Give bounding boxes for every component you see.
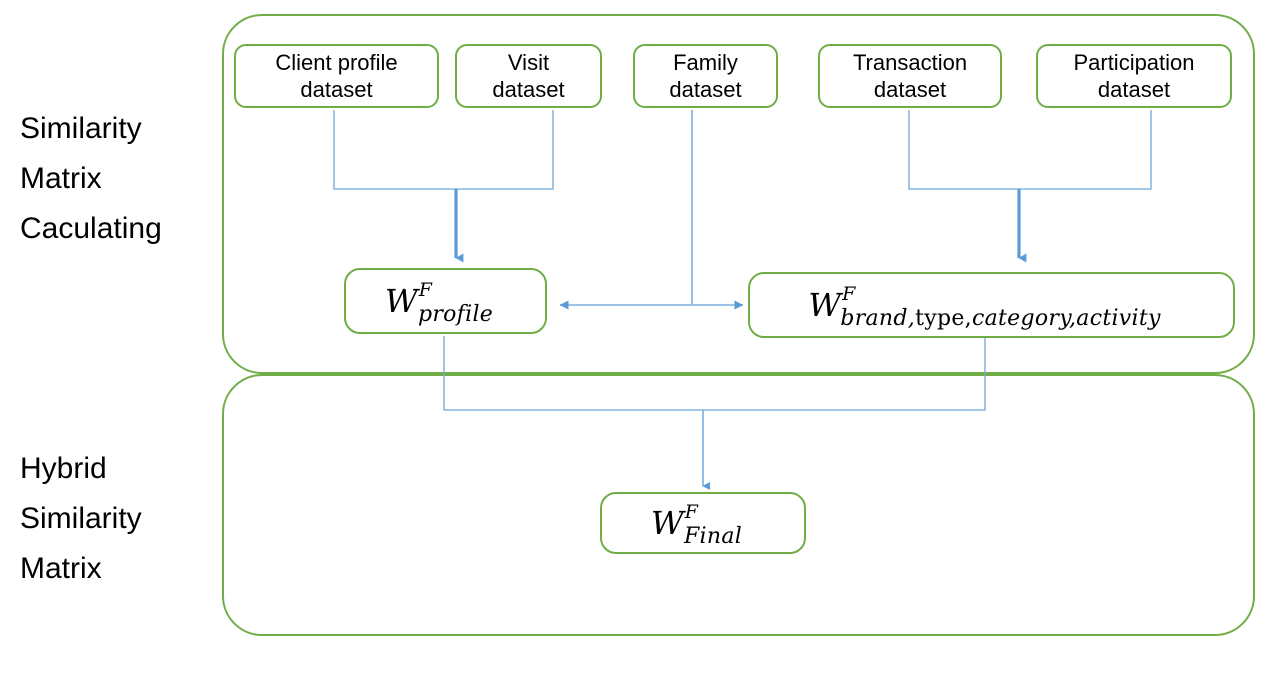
node-family-dataset[interactable]: Family dataset	[633, 44, 778, 108]
formula-superscript: F	[842, 282, 856, 305]
formula-w-brand-type-category-activity: WFbrand,type,category,activity	[808, 283, 1175, 331]
node-w-brand-type-category-activity[interactable]: WFbrand,type,category,activity	[748, 272, 1235, 338]
node-visit-dataset[interactable]: Visit dataset	[455, 44, 602, 108]
formula-subscript-part-brand: brand,	[840, 305, 916, 331]
formula-superscript: F	[684, 500, 698, 523]
formula-subscript: brand,type,category,activity	[840, 306, 1160, 331]
node-w-final[interactable]: WFFinal	[600, 492, 806, 554]
formula-base: W	[650, 503, 684, 542]
node-transaction-dataset[interactable]: Transaction dataset	[818, 44, 1002, 108]
formula-w-profile: WFprofile	[384, 279, 506, 327]
formula-subscript: profile	[417, 301, 494, 327]
formula-superscript: F	[418, 278, 432, 301]
formula-subscript-part-type: type,	[915, 305, 972, 331]
node-w-profile[interactable]: WFprofile	[344, 268, 547, 334]
formula-w-final: WFFinal	[650, 501, 755, 549]
formula-base: W	[384, 281, 418, 320]
node-client-profile-dataset[interactable]: Client profile dataset	[234, 44, 439, 108]
section-label-hybrid-similarity-matrix: Hybrid Similarity Matrix	[20, 452, 142, 585]
section-label-similarity-matrix-calculating: Similarity Matrix Caculating	[20, 112, 162, 245]
formula-subscript: Final	[683, 523, 743, 549]
formula-subscript-part-category-activity: category,activity	[971, 305, 1161, 331]
formula-base: W	[808, 285, 842, 324]
node-participation-dataset[interactable]: Participation dataset	[1036, 44, 1232, 108]
